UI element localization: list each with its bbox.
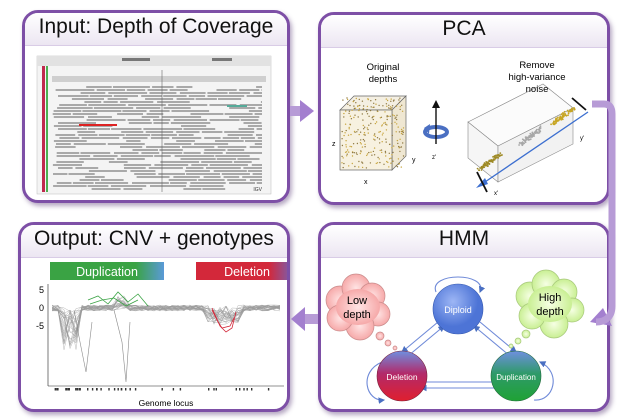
hmm-transitions xyxy=(366,276,554,404)
hmm-panel-header xyxy=(321,225,607,258)
low-depth-cloud xyxy=(325,273,398,351)
input-panel-header xyxy=(25,13,287,46)
axis-z: z xyxy=(332,141,336,148)
flow-arrow-input-to-pca xyxy=(290,100,314,122)
state-duplication-label: Duplication xyxy=(496,373,536,382)
axis-z-prime: z' xyxy=(432,155,436,161)
rotation-arrow-icon xyxy=(423,100,449,144)
x-axis-label: Genome locus xyxy=(139,398,194,408)
igv-ruler-mark xyxy=(122,58,150,61)
y-tick-label: -5 xyxy=(36,321,44,331)
high-depth-label-1: High xyxy=(539,292,562,304)
pca-panel-title: PCA xyxy=(442,17,486,40)
input-panel: Input: Depth of Coverage IGV xyxy=(22,10,290,203)
sample-depth-traces xyxy=(51,295,281,383)
pca-diagram: Original depths z x y z' Remove high-var… xyxy=(332,60,589,197)
y-tick-label: 5 xyxy=(39,285,44,295)
axis-x-prime: x' xyxy=(494,191,498,197)
output-panel-title: Output: CNV + genotypes xyxy=(34,227,274,250)
igv-screenshot: IGV xyxy=(36,55,272,195)
deletion-trace xyxy=(211,307,237,333)
state-diploid: Diploid xyxy=(432,283,484,335)
igv-green-read xyxy=(227,105,247,107)
state-deletion: Deletion xyxy=(376,350,428,402)
high-depth-label-2: depth xyxy=(536,306,564,318)
low-depth-label-2: depth xyxy=(343,309,371,321)
igv-coverage-track xyxy=(52,76,266,82)
deletion-banner-label: Deletion xyxy=(224,265,270,279)
igv-red-read xyxy=(79,124,117,126)
original-depth-cube xyxy=(339,95,407,171)
axis-x: x xyxy=(364,179,368,186)
output-panel: Output: CNV + genotypes Duplication Dele… xyxy=(18,222,290,412)
duplication-trace xyxy=(87,291,149,307)
cnv-plot: Duplication Deletion 5 0 -5 Genome locus xyxy=(36,262,287,408)
principal-axis xyxy=(481,111,589,185)
state-duplication: Duplication xyxy=(490,350,542,402)
igv-marker-green xyxy=(46,66,48,192)
rotated-pca-box xyxy=(467,83,576,183)
igv-toolbar xyxy=(37,56,271,66)
original-depths-label-2: depths xyxy=(369,74,398,85)
flow-arrow-hmm-to-output xyxy=(291,307,318,331)
remove-noise-label-2: high-variance xyxy=(508,72,565,83)
original-depths-label-1: Original xyxy=(367,62,400,73)
y-tick-label: 0 xyxy=(39,303,44,313)
pca-panel: PCA Original depths z x y z' Remove xyxy=(318,12,610,205)
deletion-banner xyxy=(196,262,287,280)
axis-y: y xyxy=(412,157,416,164)
state-deletion-label: Deletion xyxy=(386,372,417,382)
high-depth-cloud xyxy=(508,269,585,349)
duplication-trace xyxy=(89,297,139,307)
hmm-diagram: Diploid Deletion Duplication xyxy=(366,276,554,404)
igv-label: IGV xyxy=(253,187,262,193)
duplication-banner-label: Duplication xyxy=(76,265,138,279)
igv-ruler-mark xyxy=(212,58,232,61)
axis-y-prime: y' xyxy=(580,136,584,142)
aligned-reads xyxy=(52,86,262,190)
remove-noise-label-1: Remove xyxy=(519,60,554,71)
igv-marker-red xyxy=(42,66,45,192)
low-depth-label-1: Low xyxy=(347,295,367,307)
locus-ticks xyxy=(54,388,270,391)
output-panel-header xyxy=(21,225,287,258)
duplication-banner xyxy=(50,262,164,280)
flow-arrow-pca-to-hmm xyxy=(590,100,616,326)
axis-tick-mark xyxy=(571,97,587,111)
axis-tick-mark xyxy=(476,171,488,193)
pca-panel-header xyxy=(321,15,607,48)
remove-noise-label-3: noise xyxy=(526,84,549,95)
hmm-panel-title: HMM xyxy=(438,227,490,250)
input-panel-title: Input: Depth of Coverage xyxy=(38,15,274,38)
state-diploid-label: Diploid xyxy=(444,305,472,315)
